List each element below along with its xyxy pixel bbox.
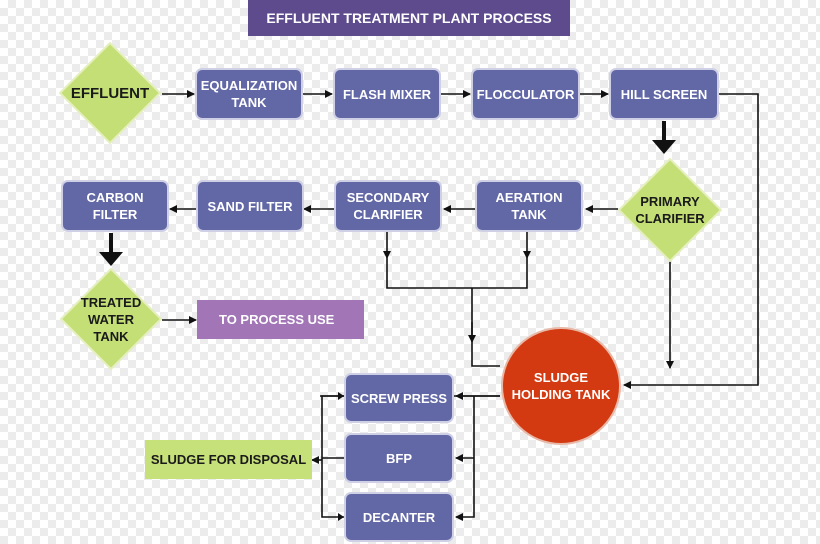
decanter-box: DECANTER [344, 492, 454, 542]
treated-water-tank-diamond: TREATED WATER TANK [58, 266, 164, 372]
sludge-for-disposal-box: SLUDGE FOR DISPOSAL [145, 440, 312, 479]
treated-water-tank-label: TREATED WATER TANK [80, 294, 142, 344]
sludge-holding-tank-circle: SLUDGE HOLDING TANK [501, 327, 621, 445]
secondary-clarifier-box: SECONDARY CLARIFIER [334, 180, 442, 232]
effluent-label: EFFLUENT [70, 84, 150, 102]
sand-filter-box: SAND FILTER [196, 180, 304, 232]
to-process-use-box: TO PROCESS USE [197, 300, 364, 339]
flash-mixer-box: FLASH MIXER [333, 68, 441, 120]
primary-clarifier-label: PRIMARY CLARIFIER [635, 194, 705, 226]
hill-screen-box: HILL SCREEN [609, 68, 719, 120]
equalization-tank-box: EQUALIZATION TANK [195, 68, 303, 120]
effluent-diamond: EFFLUENT [57, 40, 163, 146]
screw-press-box: SCREW PRESS [344, 373, 454, 423]
diagram-title: EFFLUENT TREATMENT PLANT PROCESS [248, 0, 570, 36]
aeration-tank-box: AERATION TANK [475, 180, 583, 232]
bfp-box: BFP [344, 433, 454, 483]
flocculator-box: FLOCCULATOR [471, 68, 580, 120]
primary-clarifier-diamond: PRIMARY CLARIFIER [616, 156, 724, 264]
carbon-filter-box: CARBON FILTER [61, 180, 169, 232]
